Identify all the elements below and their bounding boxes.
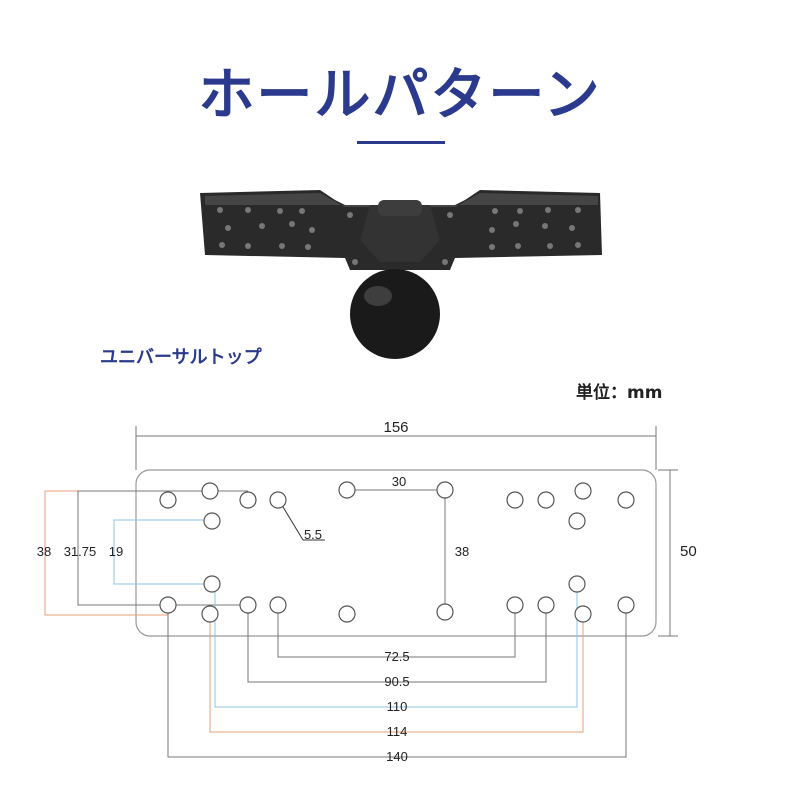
dimension-overall-width xyxy=(658,469,678,637)
dimension-vertical-19 xyxy=(113,519,212,585)
hole xyxy=(574,482,592,500)
dimension-center-spacing xyxy=(347,489,446,612)
label-vertical-19: 19 xyxy=(109,544,123,559)
hole xyxy=(537,596,555,614)
hole xyxy=(338,481,356,499)
hole xyxy=(506,491,524,509)
hole xyxy=(617,596,635,614)
hole xyxy=(269,491,287,509)
hole xyxy=(436,603,454,621)
hole xyxy=(568,575,586,593)
hole xyxy=(269,596,287,614)
hole xyxy=(203,512,221,530)
hole xyxy=(574,605,592,623)
hole xyxy=(159,596,177,614)
hole-pattern xyxy=(159,481,635,623)
hole xyxy=(506,596,524,614)
label-center-spacing-y: 38 xyxy=(455,544,469,559)
hole-diameter-leader xyxy=(279,501,325,541)
label-hole-diameter: 5.5 xyxy=(304,527,322,542)
label-horizontal-90-5: 90.5 xyxy=(384,674,409,689)
hole xyxy=(436,481,454,499)
label-horizontal-110: 110 xyxy=(387,699,408,714)
label-horizontal-140: 140 xyxy=(386,749,408,764)
hole xyxy=(239,596,257,614)
hole xyxy=(201,605,219,623)
hole xyxy=(159,491,177,509)
title-underline xyxy=(357,141,445,144)
product-name: ユニバーサルトップ xyxy=(100,347,262,368)
product-photo xyxy=(200,190,602,359)
label-horizontal-114: 114 xyxy=(387,724,408,739)
plate-outline xyxy=(135,469,657,637)
hole xyxy=(338,605,356,623)
hole xyxy=(537,491,555,509)
hole xyxy=(201,482,219,500)
dimension-horizontal-114 xyxy=(209,618,584,733)
hole xyxy=(617,491,635,509)
label-overall-length: 156 xyxy=(383,419,408,436)
label-vertical-38: 38 xyxy=(37,544,51,559)
hole xyxy=(203,575,221,593)
label-horizontal-72-5: 72.5 xyxy=(384,649,409,664)
dimension-overall-length xyxy=(135,426,657,470)
label-overall-width: 50 xyxy=(680,543,697,560)
dimension-horizontal-72-5 xyxy=(277,612,516,658)
hole xyxy=(239,491,257,509)
page-title: ホールパターン xyxy=(198,63,602,128)
hole xyxy=(568,512,586,530)
dimension-horizontal-140 xyxy=(167,610,627,758)
dimension-horizontal-110 xyxy=(214,590,578,708)
dimension-horizontal-90-5 xyxy=(247,612,547,683)
unit-label: 単位：mm xyxy=(576,383,663,403)
label-vertical-31-75: 31.75 xyxy=(64,544,97,559)
label-center-spacing-x: 30 xyxy=(392,474,406,489)
